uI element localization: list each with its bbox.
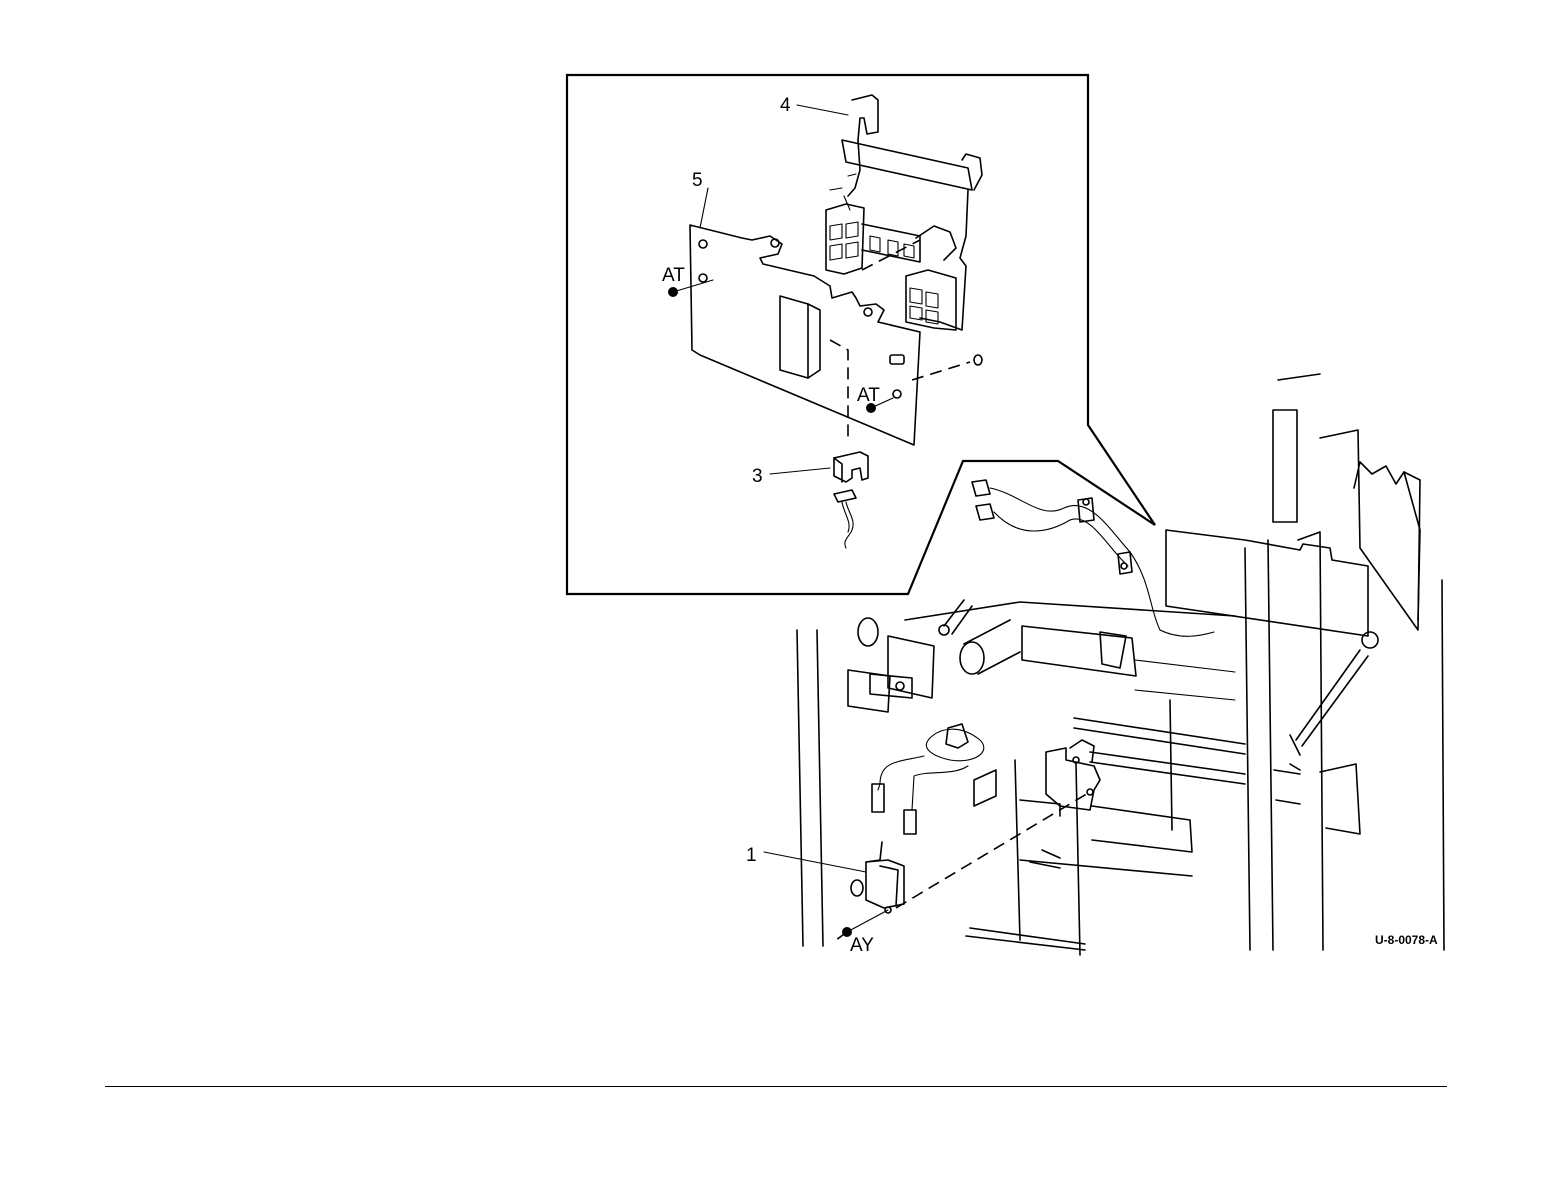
callout-item-1: 1 <box>746 845 757 866</box>
sensor-part-3 <box>834 452 868 548</box>
callout-item-3: 3 <box>752 466 763 487</box>
footer-rule <box>105 1086 1447 1087</box>
plate-part-5 <box>668 225 982 445</box>
callout-item-4: 4 <box>780 95 791 116</box>
figure-code: U-8-0078-A <box>1375 933 1438 947</box>
callout-screw-at-left: AT <box>662 265 685 286</box>
machine-frame-drawing <box>797 374 1444 955</box>
callout-screw-ay: AY <box>850 935 874 956</box>
detail-inset-frame <box>567 75 1155 594</box>
callout-screw-at-right: AT <box>857 385 880 406</box>
bracket-part-4 <box>826 95 982 330</box>
callout-item-5: 5 <box>692 170 703 191</box>
